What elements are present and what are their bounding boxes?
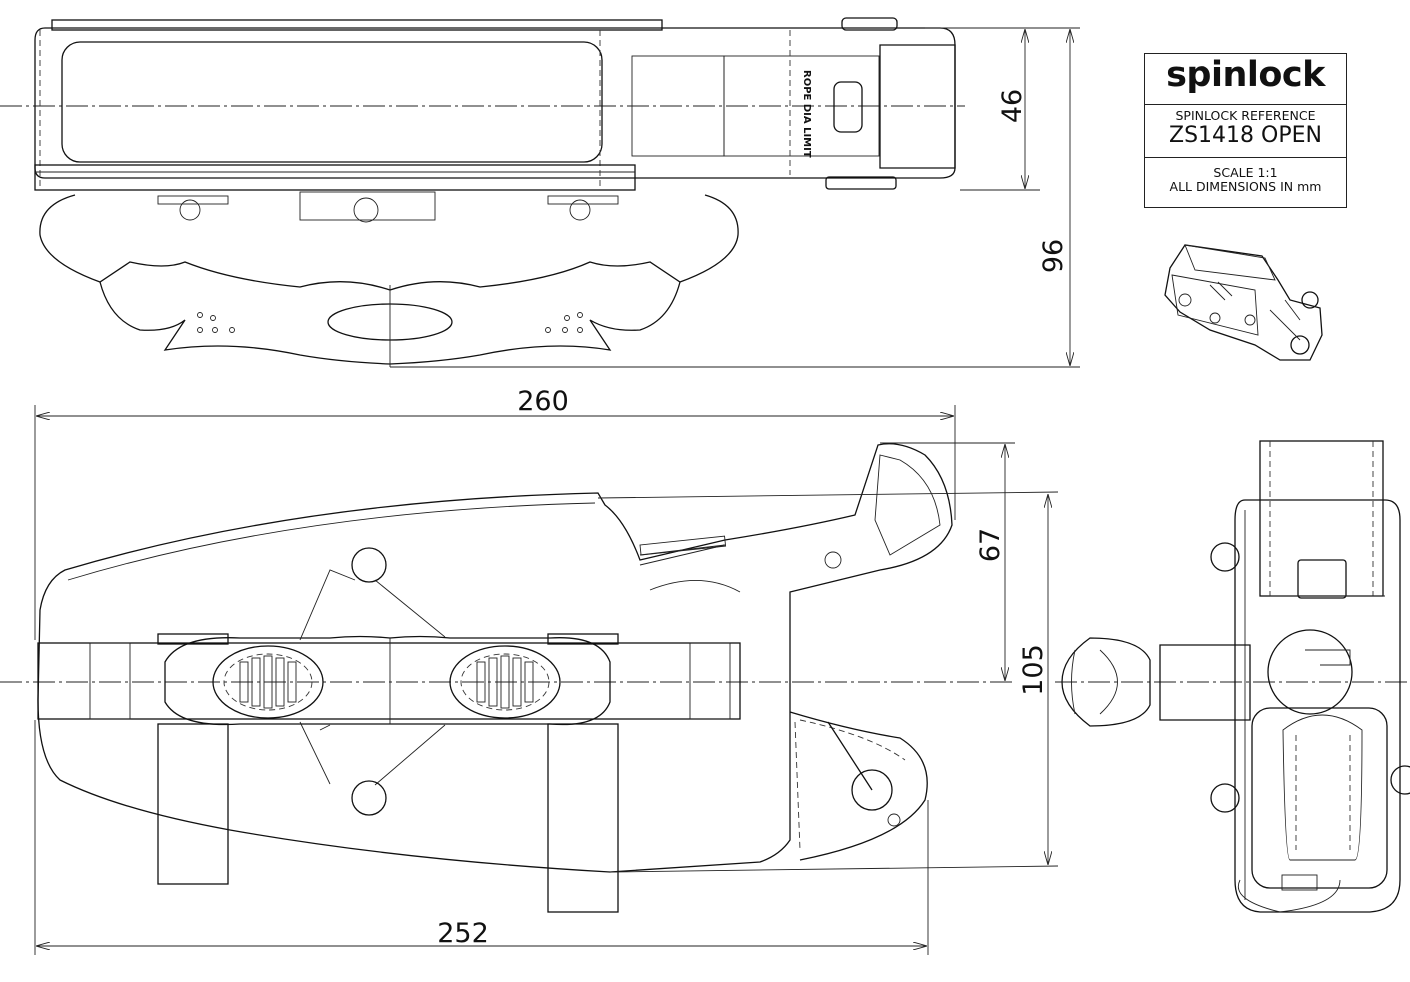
dimension-260-label: 260	[517, 386, 569, 417]
rope-dia-limit-label: ROPE DIA LIMIT	[801, 70, 812, 158]
dimension-260: 260	[34, 386, 956, 640]
dimension-96: 96	[390, 27, 1080, 368]
dimension-252: 252	[34, 720, 929, 955]
units-label: ALL DIMENSIONS IN mm	[1169, 179, 1322, 194]
side-view	[1055, 440, 1410, 913]
spinlock-logo: spinlock	[1145, 54, 1346, 105]
dimension-105: 105	[597, 491, 1059, 873]
top-view	[0, 17, 965, 367]
scale-label: SCALE 1:1	[1213, 165, 1278, 180]
isometric-view	[1164, 244, 1323, 361]
dimension-252-label: 252	[437, 918, 489, 949]
scale-section: SCALE 1:1 ALL DIMENSIONS IN mm	[1145, 158, 1346, 194]
reference-label: SPINLOCK REFERENCE	[1175, 108, 1316, 123]
dimension-96-label: 96	[1038, 239, 1069, 273]
dimension-46: 46	[925, 27, 1040, 191]
reference-section: SPINLOCK REFERENCE ZS1418 OPEN	[1145, 105, 1346, 158]
dimension-67: 67	[880, 442, 1015, 680]
reference-value: ZS1418 OPEN	[1169, 123, 1322, 148]
dimension-105-label: 105	[1018, 644, 1049, 696]
front-view	[0, 443, 1015, 913]
title-block: spinlock SPINLOCK REFERENCE ZS1418 OPEN …	[1144, 53, 1347, 208]
dimension-67-label: 67	[975, 528, 1006, 562]
dimension-46-label: 46	[997, 89, 1028, 123]
